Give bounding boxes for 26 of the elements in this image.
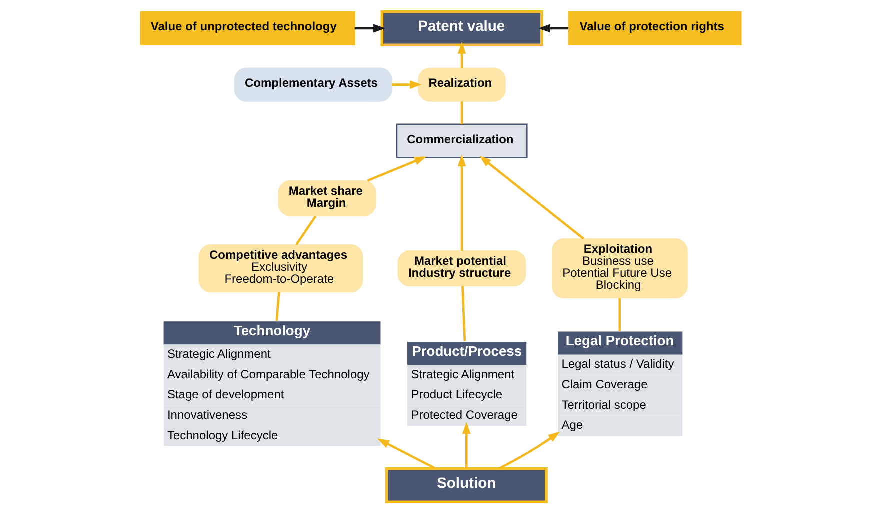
connector	[461, 286, 466, 342]
arrow	[457, 154, 466, 251]
arrow	[478, 156, 584, 240]
arrow	[498, 432, 560, 470]
arrow	[366, 156, 426, 182]
node-box: Commercialization	[396, 124, 528, 158]
connector	[275, 292, 280, 322]
node-box: Market potential Industry structure	[397, 250, 526, 287]
arrow	[354, 24, 386, 33]
connector	[618, 298, 621, 332]
node-box: Complementary Assets	[234, 68, 392, 102]
node-box: Market share Margin	[278, 180, 376, 216]
arrow	[392, 80, 422, 90]
node-box: Patent value	[380, 10, 543, 46]
node-box: Exploitation Business use Potential Future Use Blocking	[552, 238, 688, 299]
arrow	[462, 422, 470, 468]
node-box: Value of unprotected technology	[140, 11, 355, 46]
node-box: Realization	[418, 68, 506, 102]
arrow	[377, 438, 436, 470]
arrow	[457, 42, 466, 68]
node-box: Value of protection rights	[568, 11, 742, 46]
arrow	[538, 24, 568, 33]
connector	[294, 216, 316, 246]
node-box: Competitive advantages Exclusivity Freedom-to-Operate	[198, 244, 363, 293]
connector	[460, 102, 463, 124]
node-box: Solution	[384, 468, 548, 504]
